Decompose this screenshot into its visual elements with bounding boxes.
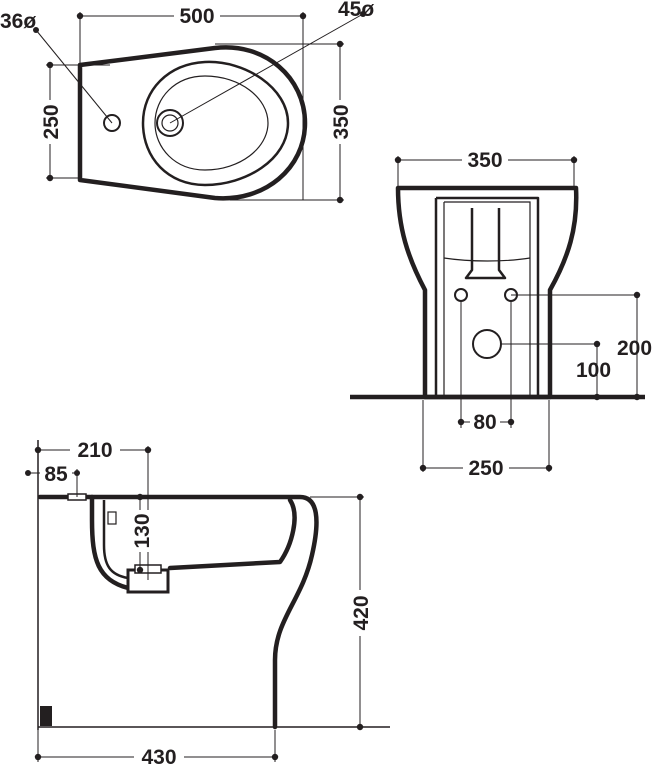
top-view: 500 45ø 36ø 250 350 [0,0,374,204]
dim-tap-to-back-label: 210 [77,439,112,462]
dim-depth-label: 350 [330,104,353,139]
dim-dot [394,156,402,164]
dim-dot [633,291,641,299]
leader-drain [169,13,364,124]
dim-dot [545,464,553,472]
dim-rear-base-label: 250 [468,457,503,480]
dim-dot [74,470,80,476]
dim-fixing-spacing-label: 80 [473,411,496,434]
top-view-inner-bowl [154,75,269,171]
dim-dot [360,11,366,17]
dim-dot [299,12,307,20]
label-bg [134,745,184,767]
dim-dot [76,12,84,20]
side-view: 210 85 130 420 430 [25,438,390,768]
dim-dot [507,418,515,426]
dim-rear-width-label: 350 [467,149,502,172]
dim-dot [34,753,42,761]
fixing-hole-left [454,288,468,302]
leader-tap-hole [35,29,113,124]
dim-tap-offset-label: 250 [40,104,63,139]
rear-view-inner-frame [434,196,540,397]
label-bg [463,456,509,478]
dim-dot [136,493,144,501]
side-view-inner-bowl [167,497,297,571]
dim-dot [144,446,152,454]
dim-dot [34,446,42,454]
dim-outlet-height-label: 200 [617,337,652,360]
rear-view-inner-line [443,201,531,397]
label-bg [462,148,508,170]
drain-hole-inner [161,114,179,132]
waste-outlet [472,329,502,359]
label-bg [39,100,61,144]
dim-dot [336,40,344,48]
dim-height-label: 420 [350,595,373,630]
drain-diameter-label: 45ø [338,0,374,21]
dim-dot [593,393,601,401]
dim-overflow-to-back-label: 85 [44,463,68,486]
top-view-body-outline [77,45,308,201]
dim-dot [457,418,465,426]
dim-outlet-height-alt-label: 100 [576,359,611,382]
side-view-overflow-fitting [107,511,117,525]
dim-dot [356,723,364,731]
tap-hole-diameter-label: 36ø [0,10,36,33]
side-view-rear-outline [89,494,131,591]
dim-bowl-depth-label: 130 [131,513,154,548]
rear-view-bowl-back [443,257,531,262]
dim-dot [356,493,364,501]
dim-dot [33,27,39,33]
dim-dot [419,464,427,472]
dim-width-label: 500 [179,5,214,28]
dim-dot [633,393,641,401]
dim-length-label: 430 [141,746,176,768]
label-bg [329,100,351,144]
dim-dot [271,753,279,761]
dim-dot [46,174,54,182]
top-view-bowl-rim [141,60,290,187]
label-bg [130,510,152,552]
dim-dot [570,156,578,164]
rear-view-body-outline [395,185,579,400]
label-bg [349,590,371,636]
label-bg [174,4,220,26]
side-view-inner-rear [102,500,129,580]
dim-dot [46,61,54,69]
label-bg [40,462,72,484]
rear-view: 350 200 100 80 250 [350,148,652,480]
label-bg [70,438,120,460]
rear-view-drain-pipe [464,208,507,280]
side-view-rim [37,494,319,730]
dim-dot [336,196,344,204]
wall-fixing-block [40,706,52,726]
dim-dot [25,470,31,476]
label-bg [470,410,500,432]
dim-dot [136,566,144,574]
dim-dot [593,340,601,348]
